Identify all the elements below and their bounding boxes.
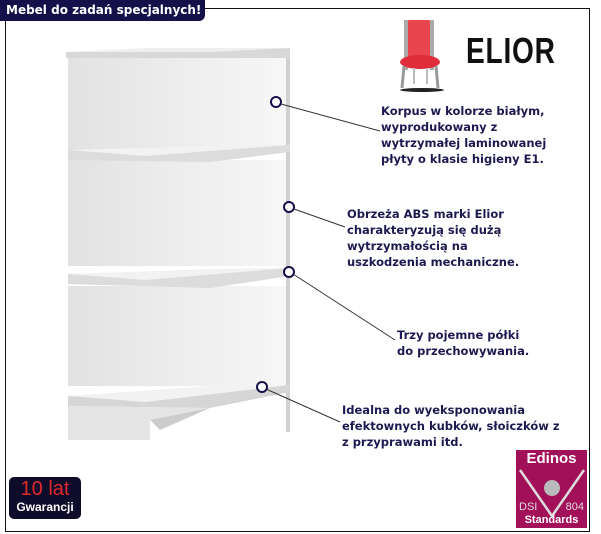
product-frame: [5, 8, 590, 532]
shelf-section: [68, 58, 290, 150]
callout-marker: [283, 266, 295, 278]
shelf-section: [68, 286, 290, 386]
callout-marker: [270, 96, 282, 108]
tagline-banner: Mebel do zadań specjalnych!: [0, 0, 205, 21]
callout-marker: [283, 201, 295, 213]
edinos-certificate-text: Edinos DSI 804 Standards: [519, 450, 584, 526]
chair-icon: [400, 20, 444, 92]
warranty-badge: 10 lat Gwarancji: [9, 477, 81, 519]
shelf-side: [286, 58, 290, 432]
brand-logo-text: ELIOR: [466, 30, 556, 71]
shelf-section: [68, 160, 290, 266]
callout-marker: [256, 381, 268, 393]
